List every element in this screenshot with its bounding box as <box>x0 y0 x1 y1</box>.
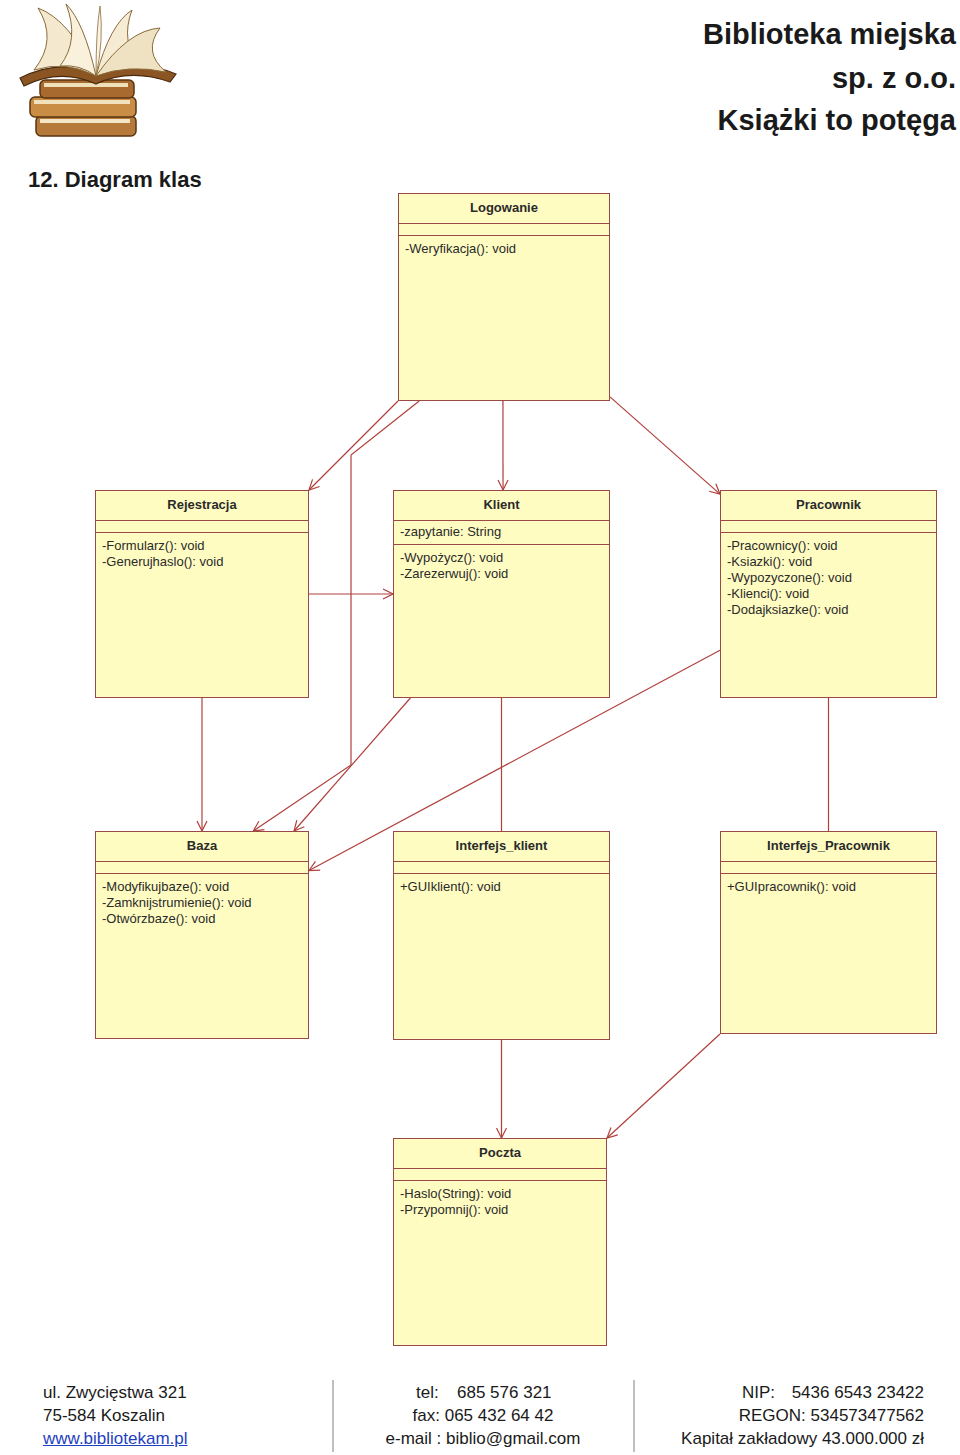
class-box: Interfejs_Pracownik +GUIpracownik(): void <box>720 831 937 1034</box>
books-logo <box>20 4 176 136</box>
method-compartment: -Weryfikacja(): void <box>399 236 609 262</box>
class-box: Rejestracja -Formularz(): void-Generujhas… <box>95 490 309 698</box>
attribute-compartment <box>96 521 308 533</box>
class-box: Baza -Modyfikujbaze(): void-Zamknijstrumi… <box>95 831 309 1039</box>
association-line <box>610 397 720 494</box>
address-street: ul. Zwycięstwa 321 <box>43 1383 187 1403</box>
association-line <box>607 1034 720 1138</box>
class-name: Klient <box>400 497 603 513</box>
class-box: Klient-zapytanie: String-Wypożycz(): voi… <box>393 490 610 698</box>
name-compartment: Pracownik <box>721 491 936 521</box>
association-line <box>828 698 829 831</box>
name-compartment: Interfejs_Pracownik <box>721 832 936 862</box>
class-method: -Haslo(String): void <box>400 1186 600 1202</box>
regon-number: REGON: 534573477562 <box>739 1406 924 1426</box>
section-title: 12. Diagram klas <box>28 167 202 193</box>
nip-caption: NIP: <box>742 1383 775 1403</box>
class-method: -Generujhaslo(): void <box>102 554 302 570</box>
name-compartment: Klient <box>394 491 609 521</box>
company-motto: Książki to potęga <box>718 104 957 137</box>
class-method: +GUIpracownik(): void <box>727 879 930 895</box>
footer-dividers <box>333 1380 634 1452</box>
class-name: Rejestracja <box>102 497 302 513</box>
class-method: -Dodajksiazke(): void <box>727 602 930 618</box>
class-box: Logowanie -Weryfikacja(): void <box>398 193 610 401</box>
method-compartment: +GUIklient(): void <box>394 874 609 900</box>
name-compartment: Rejestracja <box>96 491 308 521</box>
class-method: -Klienci(): void <box>727 586 930 602</box>
class-attribute: -zapytanie: String <box>400 521 603 544</box>
name-compartment: Baza <box>96 832 308 862</box>
method-compartment: -Haslo(String): void-Przypomnij(): void <box>394 1181 606 1223</box>
method-compartment: -Formularz(): void-Generujhaslo(): void <box>96 533 308 575</box>
association-line <box>501 698 502 831</box>
method-compartment: +GUIpracownik(): void <box>721 874 936 900</box>
class-name: Pracownik <box>727 497 930 513</box>
fax-number: fax: 065 432 64 42 <box>413 1406 554 1426</box>
class-name: Interfejs_Pracownik <box>727 838 930 854</box>
company-form: sp. z o.o. <box>832 62 956 95</box>
attribute-compartment <box>721 862 936 874</box>
class-method: -Modyfikujbaze(): void <box>102 879 302 895</box>
association-line <box>309 401 398 490</box>
attribute-compartment <box>721 521 936 533</box>
method-compartment: -Modyfikujbaze(): void-Zamknijstrumienie… <box>96 874 308 932</box>
association-line <box>201 698 202 831</box>
class-method: -Zamknijstrumienie(): void <box>102 895 302 911</box>
website-link: www.bibliotekam.pl <box>43 1429 188 1449</box>
class-name: Baza <box>102 838 302 854</box>
attribute-compartment <box>394 862 609 874</box>
class-method: +GUIklient(): void <box>400 879 603 895</box>
share-capital: Kapitał zakładowy 43.000.000 zł <box>681 1429 924 1449</box>
class-method: -Weryfikacja(): void <box>405 241 603 257</box>
association-line <box>501 1040 502 1138</box>
association-line <box>294 698 410 831</box>
class-method: -Formularz(): void <box>102 538 302 554</box>
class-method: -Wypozyczone(): void <box>727 570 930 586</box>
association-line <box>502 401 503 490</box>
class-box: Pracownik -Pracownicy(): void-Ksiazki(): … <box>720 490 937 698</box>
email-address: e-mail : biblio@gmail.com <box>386 1429 581 1449</box>
name-compartment: Poczta <box>394 1139 606 1169</box>
class-method: -Otwórzbaze(): void <box>102 911 302 927</box>
class-name: Poczta <box>400 1145 600 1161</box>
address-city: 75-584 Koszalin <box>43 1406 165 1426</box>
attribute-compartment <box>394 1169 606 1181</box>
class-box: Poczta -Haslo(String): void-Przypomnij():… <box>393 1138 607 1346</box>
class-method: -Zarezerwuj(): void <box>400 566 603 582</box>
attribute-compartment <box>96 862 308 874</box>
company-name: Biblioteka miejska <box>703 18 956 51</box>
name-compartment: Interfejs_klient <box>394 832 609 862</box>
phone-caption: tel: <box>416 1383 439 1403</box>
attribute-compartment: -zapytanie: String <box>394 521 609 545</box>
method-compartment: -Pracownicy(): void-Ksiazki(): void-Wypo… <box>721 533 936 623</box>
name-compartment: Logowanie <box>399 194 609 224</box>
class-name: Interfejs_klient <box>400 838 603 854</box>
class-method: -Wypożycz(): void <box>400 550 603 566</box>
class-name: Logowanie <box>405 200 603 216</box>
nip-number: 5436 6543 23422 <box>792 1383 924 1403</box>
phone-number: 685 576 321 <box>457 1383 552 1403</box>
class-method: -Przypomnij(): void <box>400 1202 600 1218</box>
attribute-compartment <box>399 224 609 236</box>
association-line <box>309 593 393 594</box>
class-method: -Ksiazki(): void <box>727 554 930 570</box>
class-box: Interfejs_klient +GUIklient(): void <box>393 831 610 1040</box>
class-method: -Pracownicy(): void <box>727 538 930 554</box>
method-compartment: -Wypożycz(): void-Zarezerwuj(): void <box>394 545 609 587</box>
